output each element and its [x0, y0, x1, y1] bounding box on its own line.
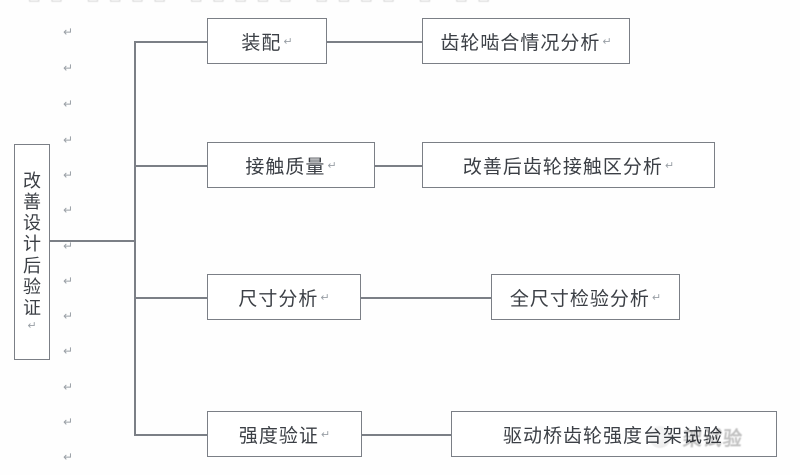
paragraph-mark: ↵	[63, 61, 74, 75]
paragraph-mark: ↵	[63, 97, 74, 111]
paragraph-mark: ↵	[63, 309, 74, 323]
paragraph-mark: ↵	[63, 203, 74, 217]
connector-root-stem	[50, 240, 135, 242]
connector-trunk-to-assembly	[134, 41, 208, 43]
cropped-header-text-content: □□ □□□□ □□□□□ □□□□ □ □□	[28, 0, 500, 4]
paragraph-mark: ↵	[63, 274, 74, 288]
node-detail-drive-axle-gear-strength-bench-test[interactable]: 驱动桥齿轮强度台架试验	[451, 411, 777, 457]
paragraph-mark: ↵	[63, 344, 74, 358]
connector-assembly-to-detail	[327, 41, 422, 43]
node-stage-strength-verification[interactable]: 强度验证 ↵	[207, 411, 362, 457]
node-detail-full-dimension-inspection-analysis-label: 全尺寸检验分析	[509, 287, 650, 310]
node-root-label: 改善设计后验证	[23, 170, 41, 320]
node-detail-full-dimension-inspection-analysis-paragraph-mark: ↵	[651, 290, 662, 304]
node-root[interactable]: 改善设计后验证 ↵	[14, 144, 50, 360]
connector-dimension-analysis-to-detail	[361, 297, 491, 299]
connector-trunk	[134, 41, 136, 435]
node-stage-contact-quality[interactable]: 接触质量 ↵	[207, 142, 375, 188]
node-stage-contact-quality-label: 接触质量	[245, 155, 326, 178]
node-stage-strength-verification-label: 强度验证	[238, 424, 319, 447]
paragraph-mark: ↵	[63, 239, 74, 253]
paragraph-mark: ↵	[63, 133, 74, 147]
paragraph-mark: ↵	[63, 450, 74, 464]
paragraph-mark: ↵	[63, 25, 74, 39]
connector-strength-verification-to-detail	[362, 434, 451, 436]
node-stage-dimension-analysis-paragraph-mark: ↵	[320, 290, 330, 304]
cropped-header-text: □□ □□□□ □□□□□ □□□□ □ □□	[0, 0, 800, 9]
paragraph-mark: ↵	[63, 168, 74, 182]
node-detail-improved-contact-zone-analysis-label: 改善后齿轮接触区分析	[462, 155, 663, 178]
node-stage-contact-quality-paragraph-mark: ↵	[327, 158, 337, 172]
node-detail-drive-axle-gear-strength-bench-test-label: 驱动桥齿轮强度台架试验	[502, 424, 723, 447]
paragraph-mark: ↵	[63, 415, 74, 429]
node-stage-assembly[interactable]: 装配 ↵	[207, 18, 327, 64]
connector-trunk-to-dimension-analysis	[134, 297, 208, 299]
node-root-paragraph-mark: ↵	[27, 319, 37, 333]
node-detail-gear-meshing-analysis-label: 齿轮啮合情况分析	[440, 31, 601, 54]
node-detail-full-dimension-inspection-analysis[interactable]: 全尺寸检验分析 ↵	[491, 274, 680, 320]
paragraph-mark: ↵	[63, 380, 74, 394]
connector-trunk-to-strength-verification	[134, 434, 208, 436]
node-stage-strength-verification-paragraph-mark: ↵	[320, 427, 331, 441]
node-stage-assembly-paragraph-mark: ↵	[283, 34, 293, 48]
node-stage-dimension-analysis[interactable]: 尺寸分析 ↵	[207, 274, 361, 320]
node-detail-gear-meshing-analysis-paragraph-mark: ↵	[602, 34, 612, 48]
connector-contact-quality-to-detail	[375, 165, 422, 167]
node-stage-dimension-analysis-label: 尺寸分析	[238, 287, 319, 310]
connector-trunk-to-contact-quality	[134, 165, 208, 167]
node-detail-improved-contact-zone-analysis[interactable]: 改善后齿轮接触区分析 ↵	[422, 142, 715, 188]
node-detail-improved-contact-zone-analysis-paragraph-mark: ↵	[664, 158, 675, 172]
node-detail-gear-meshing-analysis[interactable]: 齿轮啮合情况分析 ↵	[422, 18, 630, 64]
node-stage-assembly-label: 装配	[241, 31, 282, 54]
